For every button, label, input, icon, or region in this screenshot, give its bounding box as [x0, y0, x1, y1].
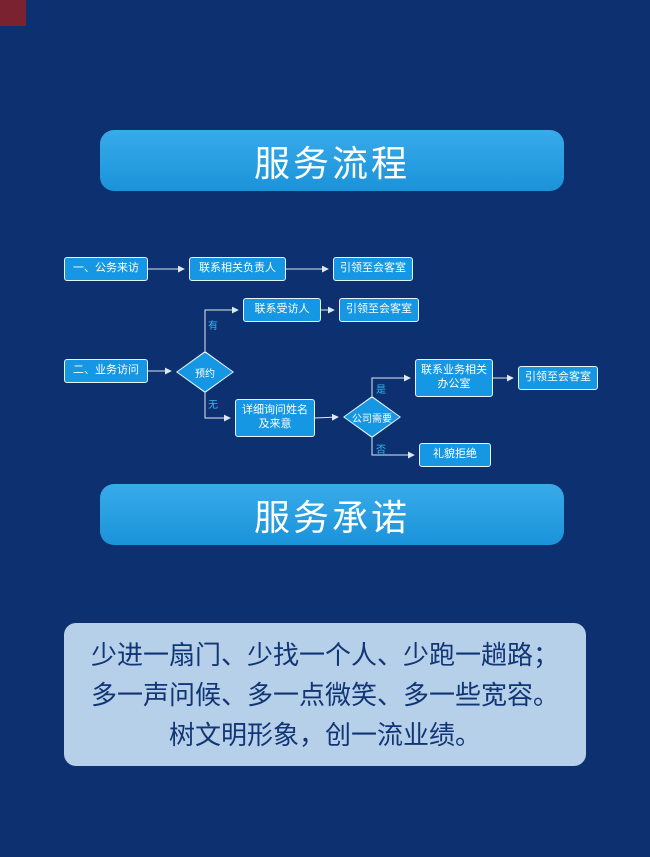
flow-decision-company-need: 公司需要	[343, 396, 401, 438]
flow-node-contact-interviewee-label: 联系受访人	[254, 303, 310, 316]
flow-node-lead-to-meeting-room-1: 引领至会客室	[333, 257, 413, 281]
flow-node-official-visit: 一、公务来访	[64, 257, 148, 281]
flow-decision-company-need-label: 公司需要	[352, 413, 392, 425]
promise-line-3: 树文明形象，创一流业绩。	[168, 719, 481, 750]
flow-node-contact-business-office: 联系业务相关办公室	[415, 359, 493, 397]
flow-decision-appointment-label: 预约	[195, 368, 215, 380]
flow-node-contact-interviewee: 联系受访人	[243, 298, 321, 322]
process-section-title: 服务流程	[253, 142, 410, 184]
flow-node-lead-to-meeting-room-2: 引领至会客室	[339, 298, 419, 322]
promise-card: 少进一扇门、少找一个人、少跑一趟路； 多一声问候、多一点微笑、多一些宽容。 树文…	[64, 623, 586, 766]
flow-node-official-visit-label: 一、公务来访	[73, 262, 139, 275]
edge-label-none: 无	[208, 400, 218, 411]
promise-section-header: 服务承诺	[100, 484, 564, 545]
flow-node-ask-name-and-purpose-label: 详细询问姓名及来意	[242, 404, 308, 430]
flow-node-lead-to-meeting-room-3-label: 引领至会客室	[525, 371, 591, 384]
process-section-header: 服务流程	[100, 130, 564, 191]
corner-accent-decoration	[0, 0, 26, 26]
flow-node-ask-name-and-purpose: 详细询问姓名及来意	[235, 399, 315, 437]
flow-node-polite-refuse-label: 礼貌拒绝	[433, 448, 477, 461]
edge-label-no: 否	[376, 445, 386, 456]
edge-askname-to-need	[314, 413, 339, 421]
edge-label-have: 有	[208, 321, 218, 332]
flow-node-contact-person-in-charge-label: 联系相关负责人	[199, 262, 276, 275]
flow-node-business-visit-label: 二、业务访问	[73, 364, 139, 377]
edge-label-yes: 是	[376, 385, 386, 396]
promise-line-1: 少进一扇门、少找一个人、少跑一趟路；	[90, 639, 559, 670]
flow-decision-appointment: 预约	[176, 351, 234, 393]
promise-section-title: 服务承诺	[253, 496, 410, 538]
flow-node-business-visit: 二、业务访问	[64, 359, 148, 383]
flow-node-contact-person-in-charge: 联系相关负责人	[189, 257, 286, 281]
promise-line-2: 多一声问候、多一点微笑、多一些宽容。	[90, 679, 559, 710]
flow-node-contact-business-office-label: 联系业务相关办公室	[421, 364, 487, 390]
flow-node-polite-refuse: 礼貌拒绝	[419, 443, 491, 467]
flow-node-lead-to-meeting-room-1-label: 引领至会客室	[340, 262, 406, 275]
flow-node-lead-to-meeting-room-2-label: 引领至会客室	[346, 303, 412, 316]
flow-node-lead-to-meeting-room-3: 引领至会客室	[518, 366, 598, 390]
